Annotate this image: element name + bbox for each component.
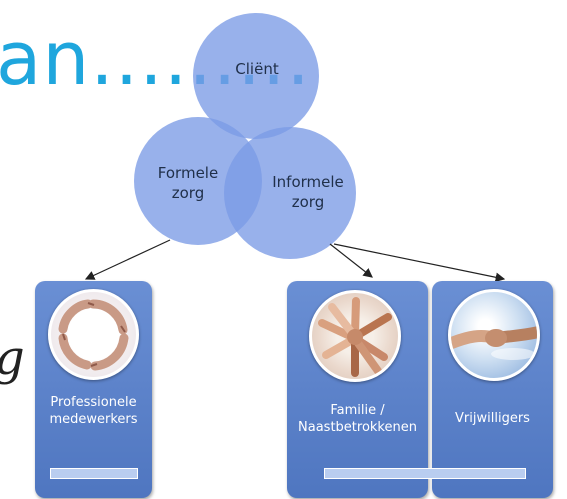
card-label-vrijwilligers: Vrijwilligers: [455, 411, 530, 426]
venn-circle-client: [193, 13, 319, 139]
venn-label-informele-zorg: Informele zorg: [258, 172, 358, 212]
arrow-to-vrijwilligers: [333, 243, 506, 283]
venn-label-client: Cliënt: [222, 59, 292, 79]
venn-label-formele-line2: zorg: [171, 184, 205, 202]
venn-circle-informele-zorg: [224, 127, 356, 259]
hands-circle-photo-icon: [48, 289, 139, 380]
card-bar-professionele: [50, 468, 138, 479]
arrow-to-professionele: [84, 239, 171, 280]
card-label-familie-line2: Naastbetrokkenen: [298, 420, 417, 435]
card-label-professionele: Professionele medewerkers: [35, 394, 152, 428]
arrow-to-familie: [329, 243, 373, 278]
venn-label-client-text: Cliënt: [235, 60, 279, 78]
venn-label-formele-line1: Formele: [157, 164, 219, 182]
card-vrijwilligers: Vrijwilligers: [432, 281, 553, 498]
card-familie-naastbetrokkenen: Familie / Naastbetrokkenen: [287, 281, 428, 498]
card-label-familie-line1: Familie /: [330, 403, 385, 418]
holding-hands-photo-icon: [448, 289, 540, 381]
card-bar-naasten-vrijwilligers: [324, 468, 526, 479]
card-label-professionele-line2: medewerkers: [49, 412, 138, 427]
venn-label-informele-line1: Informele: [272, 173, 344, 191]
card-label-familie: Familie / Naastbetrokkenen: [287, 402, 428, 436]
card-professionele-medewerkers: Professionele medewerkers: [35, 281, 152, 498]
venn-label-informele-line2: zorg: [291, 193, 325, 211]
venn-label-formele-zorg: Formele zorg: [138, 163, 238, 203]
side-text-fragment: g: [0, 328, 25, 388]
card-label-professionele-line1: Professionele: [50, 395, 137, 410]
stacked-hands-photo-icon: [309, 290, 401, 382]
